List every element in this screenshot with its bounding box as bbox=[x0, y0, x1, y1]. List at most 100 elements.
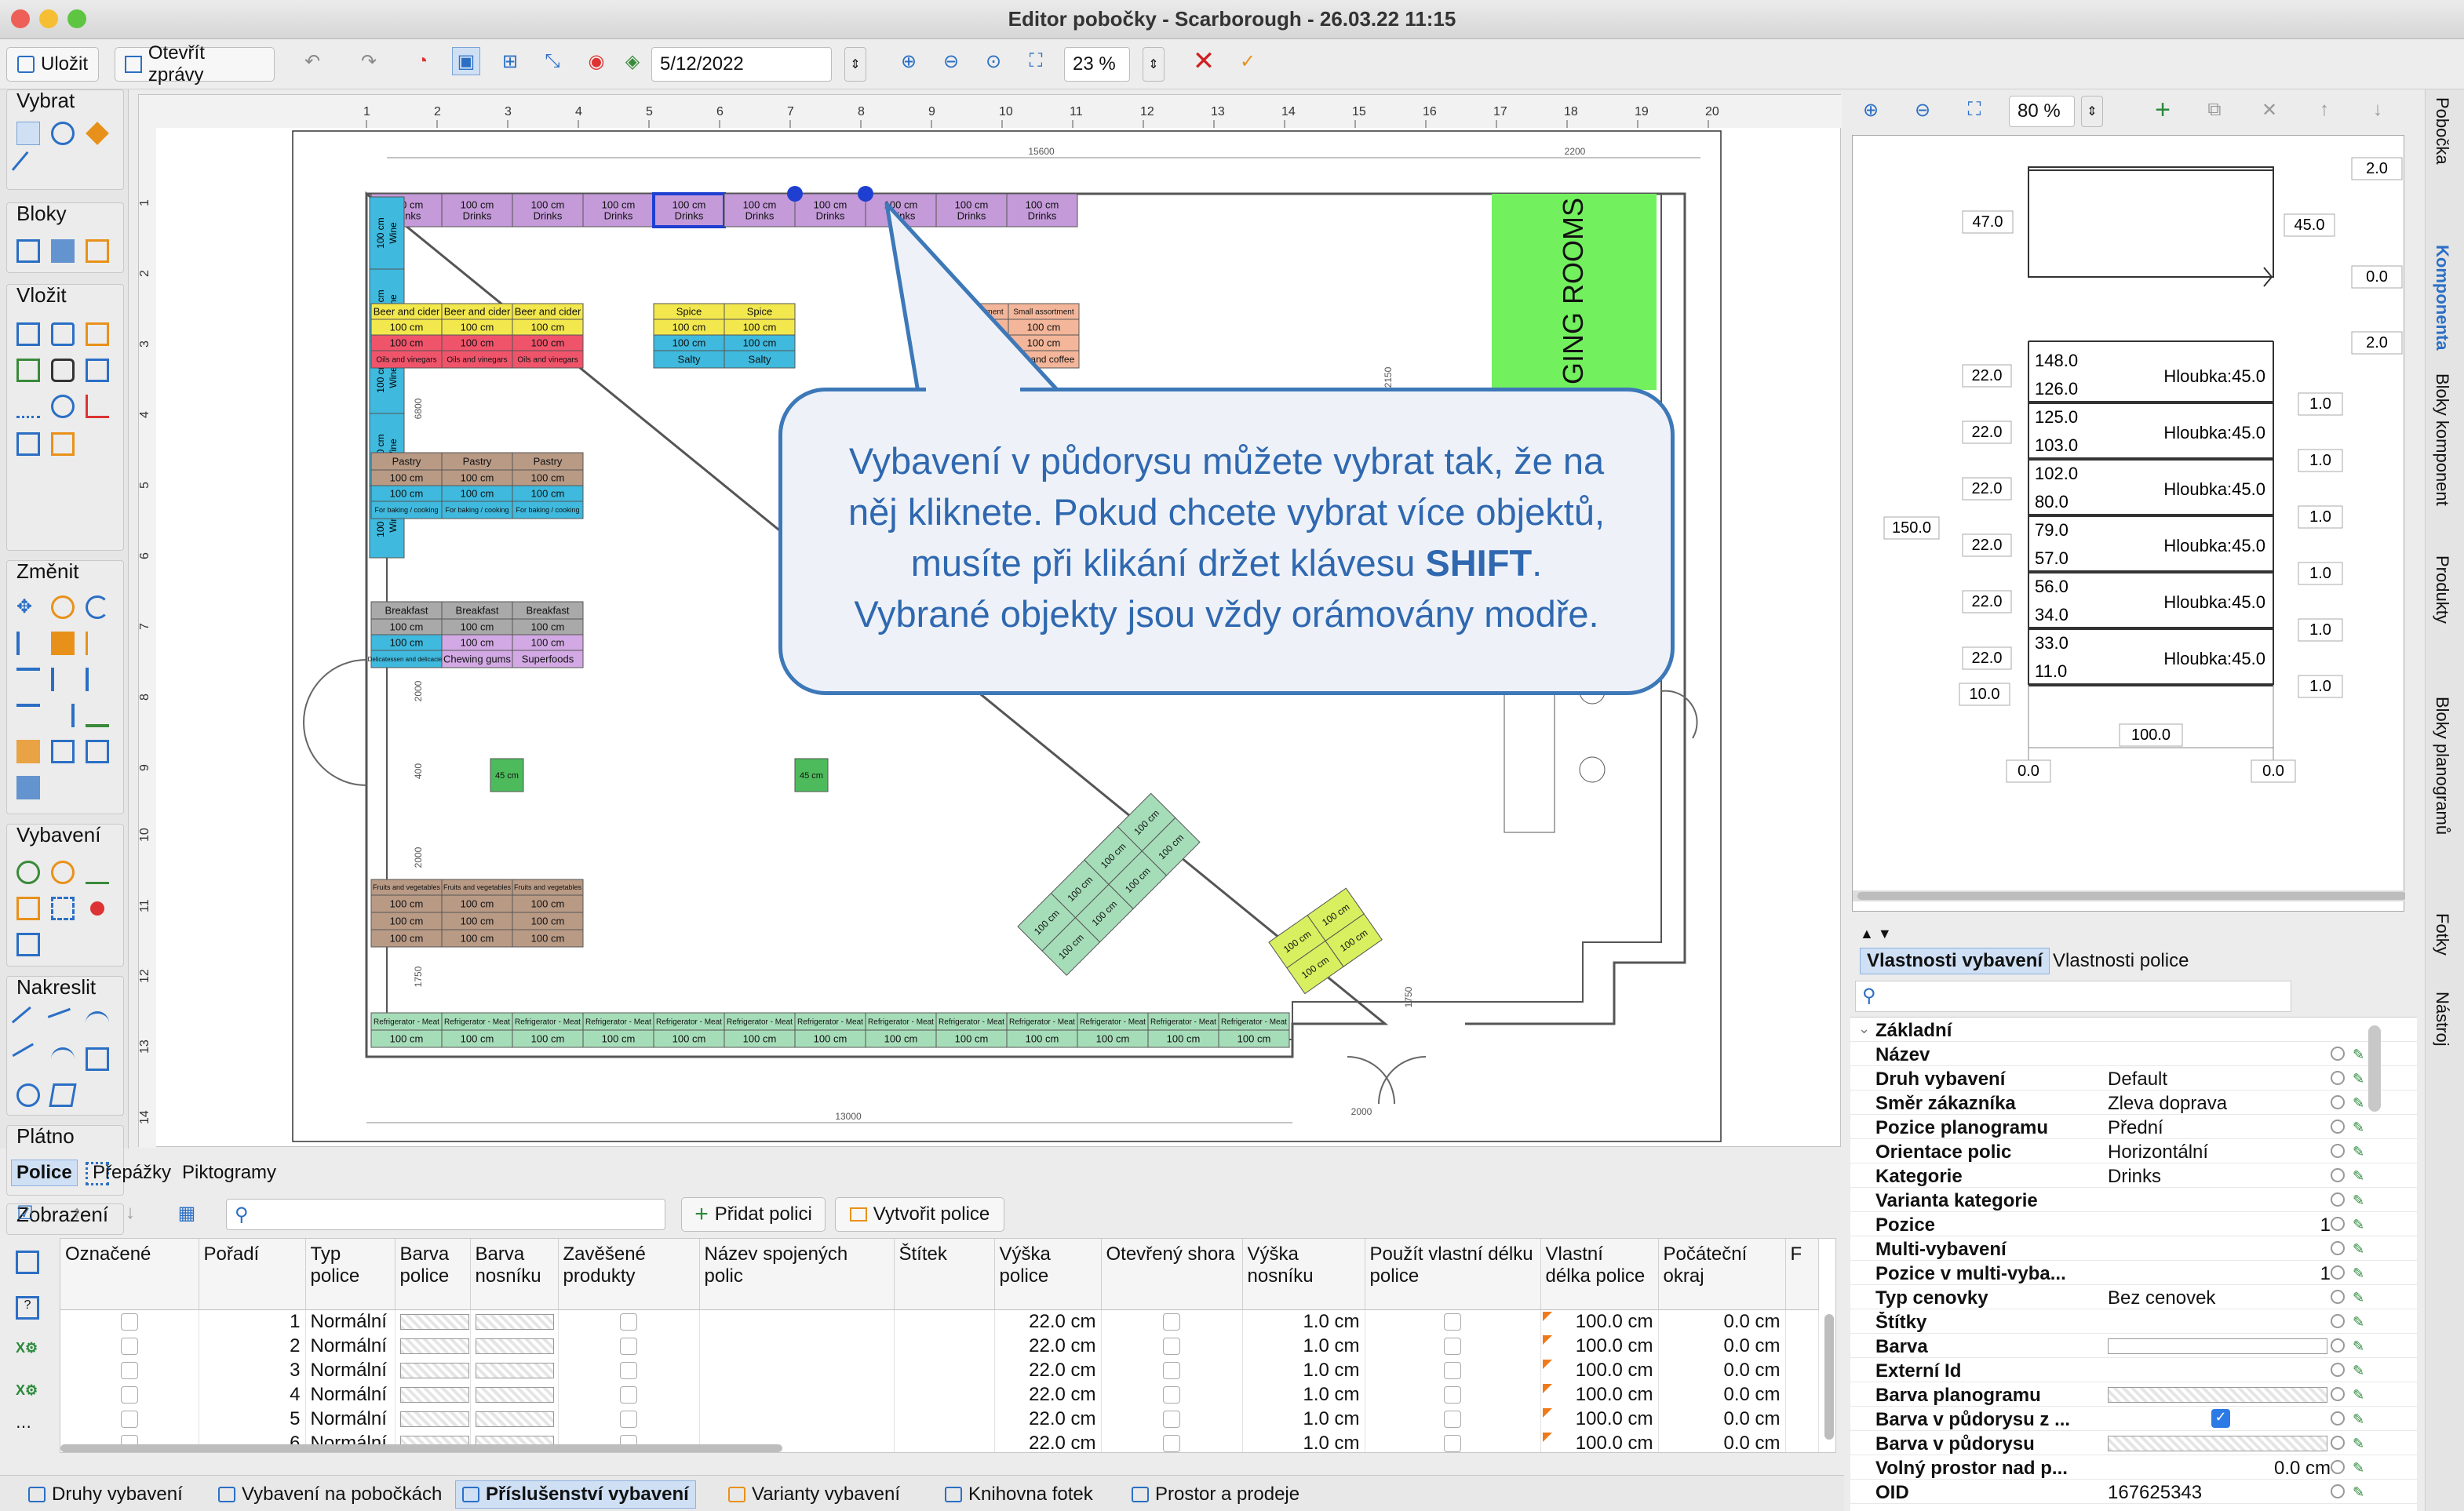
tab-shelves[interactable]: Police bbox=[11, 1160, 78, 1186]
pin-icon[interactable]: ✎ bbox=[2353, 1265, 2365, 1281]
reset-icon[interactable] bbox=[2331, 1144, 2345, 1158]
property-row[interactable]: Barva planogramu✎ bbox=[1850, 1382, 2417, 1407]
equipment-chart-icon[interactable] bbox=[86, 861, 109, 884]
pin-icon[interactable]: ✎ bbox=[2353, 1363, 2365, 1378]
date-field[interactable]: 5/12/2022 bbox=[651, 47, 832, 82]
reset-icon[interactable] bbox=[2331, 1168, 2345, 1182]
reset-icon[interactable] bbox=[2331, 1265, 2345, 1280]
reset-icon[interactable] bbox=[2331, 1387, 2345, 1401]
more-icon[interactable]: ⋯ bbox=[16, 1418, 31, 1436]
salty-fixture[interactable] bbox=[724, 350, 796, 369]
preview-zoom-field[interactable]: 80 % bbox=[2009, 96, 2075, 127]
pin-icon[interactable]: ✎ bbox=[2353, 1241, 2365, 1257]
preview-splitter-arrows[interactable]: ▲ ▼ bbox=[1860, 926, 1892, 941]
select-area-icon[interactable]: ⊞ bbox=[501, 50, 519, 72]
zoom-in-icon[interactable]: ⊕ bbox=[900, 50, 917, 72]
marked-checkbox[interactable] bbox=[120, 1338, 138, 1356]
property-row[interactable]: Barva v půdorysu✎ bbox=[1850, 1431, 2417, 1455]
rotate-icon[interactable] bbox=[86, 595, 109, 619]
refrigerator-len[interactable] bbox=[1218, 1029, 1290, 1048]
grid-icon[interactable] bbox=[51, 632, 75, 655]
spacing-icon[interactable] bbox=[51, 668, 75, 691]
align-top-icon[interactable] bbox=[16, 704, 40, 727]
add-shelf-button[interactable]: +Přidat polici bbox=[681, 1197, 826, 1232]
custom-length-checkbox[interactable] bbox=[1444, 1313, 1461, 1331]
preview-zoom-stepper[interactable]: ⇕ bbox=[2081, 96, 2103, 127]
column-header[interactable]: Použít vlastní délku police bbox=[1365, 1239, 1541, 1310]
move-down-icon[interactable]: ↓ bbox=[2373, 99, 2382, 120]
pin-icon[interactable]: ✎ bbox=[2353, 1144, 2365, 1160]
reset-icon[interactable] bbox=[2331, 1314, 2345, 1328]
property-row[interactable]: Externí Id✎ bbox=[1850, 1358, 2417, 1382]
preview-scrollbar[interactable] bbox=[1857, 892, 2407, 900]
undo-icon[interactable]: ↶ bbox=[304, 50, 321, 72]
move-up-icon[interactable]: ↑ bbox=[2320, 99, 2329, 120]
pin-icon[interactable]: ✎ bbox=[2353, 1436, 2365, 1451]
fruits-len-3[interactable] bbox=[512, 929, 584, 948]
drinks-fixture[interactable] bbox=[1006, 193, 1078, 228]
table-search[interactable]: ⚲ bbox=[226, 1199, 665, 1230]
path-select-icon[interactable] bbox=[11, 151, 46, 185]
wine-fixture[interactable] bbox=[369, 196, 405, 270]
pin-icon[interactable]: ✎ bbox=[2353, 1192, 2365, 1208]
ungroup-icon[interactable] bbox=[51, 740, 75, 763]
property-row[interactable]: Název✎ bbox=[1850, 1042, 2417, 1066]
equipment-shelf-icon[interactable] bbox=[16, 897, 40, 920]
delete-icon[interactable]: ✕ bbox=[2261, 99, 2278, 121]
draw-polygon-icon[interactable] bbox=[49, 1083, 77, 1107]
columns-icon[interactable]: ▦ bbox=[177, 1202, 196, 1224]
property-row[interactable]: Volný prostor nad p...0.0 cm✎ bbox=[1850, 1455, 2417, 1480]
bottom-tab-5[interactable]: Prostor a prodeje bbox=[1125, 1480, 1306, 1509]
draw-arc-icon[interactable] bbox=[86, 1011, 109, 1035]
side-tab-1[interactable]: Komponenta bbox=[2433, 245, 2452, 351]
group-icon[interactable] bbox=[16, 740, 40, 763]
custom-length-checkbox[interactable] bbox=[1444, 1362, 1461, 1380]
drinks-fixture[interactable] bbox=[794, 193, 866, 228]
reset-icon[interactable] bbox=[2331, 1071, 2345, 1085]
draw-polyline-icon[interactable] bbox=[47, 1007, 78, 1039]
date-stepper[interactable]: ⇕ bbox=[844, 47, 866, 82]
tab-dividers[interactable]: Přepážky bbox=[93, 1162, 172, 1183]
bottom-tab-3[interactable]: Varianty vybavení bbox=[722, 1480, 906, 1509]
shelf-color-swatch[interactable] bbox=[399, 1338, 469, 1355]
bottom-tab-4[interactable]: Knihovna fotek bbox=[939, 1480, 1099, 1509]
insert-photo-icon[interactable] bbox=[51, 359, 75, 382]
redo-icon[interactable]: ↷ bbox=[360, 50, 377, 72]
props-section[interactable]: ⌄Základní bbox=[1850, 1018, 2417, 1042]
draw-curve-icon[interactable] bbox=[12, 1043, 45, 1076]
drinks-fixture[interactable] bbox=[935, 193, 1008, 228]
pin-icon[interactable]: ✎ bbox=[2353, 1168, 2365, 1184]
oils-fixture[interactable] bbox=[512, 350, 584, 369]
zoom-out-icon[interactable]: ⊖ bbox=[942, 50, 960, 72]
pin-icon[interactable]: ✎ bbox=[2353, 1484, 2365, 1500]
column-header[interactable]: Název spojených polic bbox=[699, 1239, 895, 1310]
bottom-tab-2[interactable]: Příslušenství vybavení bbox=[455, 1480, 696, 1509]
column-header[interactable]: F bbox=[1785, 1239, 1819, 1310]
align-center-icon[interactable] bbox=[51, 704, 75, 727]
zoom-field[interactable]: 23 % bbox=[1064, 47, 1130, 82]
insert-angle-icon[interactable] bbox=[86, 395, 109, 418]
custom-length-checkbox[interactable] bbox=[1444, 1435, 1461, 1452]
insert-fridge-icon[interactable] bbox=[51, 322, 75, 346]
confirm-icon[interactable]: ✓ bbox=[1239, 50, 1256, 72]
side-tab-4[interactable]: Bloky planogramů bbox=[2433, 697, 2452, 836]
pin-icon[interactable]: ✎ bbox=[2353, 1338, 2365, 1354]
table-vscroll[interactable] bbox=[1824, 1314, 1834, 1440]
checklist-icon[interactable]: ☑ bbox=[16, 1202, 34, 1224]
baking-fixture[interactable] bbox=[512, 501, 584, 519]
hanging-checkbox[interactable] bbox=[620, 1411, 637, 1429]
table-hscroll[interactable] bbox=[60, 1444, 782, 1452]
history-icon[interactable]: ◔ bbox=[416, 50, 428, 71]
column-header[interactable]: Zavěšené produkty bbox=[558, 1239, 700, 1310]
column-header[interactable]: Označené bbox=[60, 1239, 199, 1310]
selection-handle-right[interactable] bbox=[858, 186, 873, 202]
reset-icon[interactable] bbox=[2331, 1192, 2345, 1207]
shelf-color-swatch[interactable] bbox=[399, 1314, 469, 1331]
column-header[interactable]: Štítek bbox=[894, 1239, 995, 1310]
